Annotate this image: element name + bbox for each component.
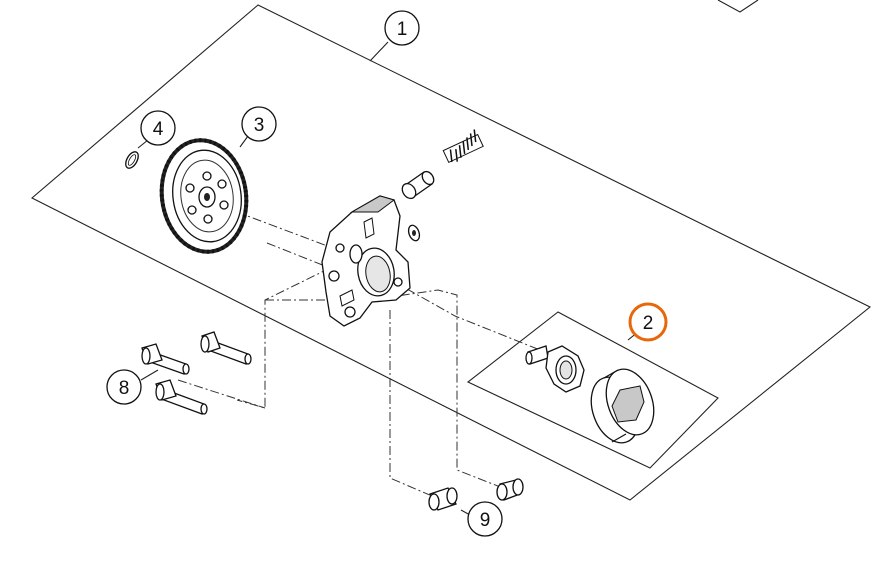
bolt-axis-line-lower (177, 379, 266, 409)
callout-circle (241, 106, 277, 142)
callout-8[interactable]: 8 (106, 369, 142, 405)
callout-4[interactable]: 4 (140, 110, 176, 146)
valve-piston-part (401, 170, 435, 200)
callout-9[interactable]: 9 (467, 501, 503, 537)
pump-shaft-part (525, 345, 585, 393)
callout-leader-1 (369, 41, 389, 62)
callout-leader-8 (140, 369, 159, 381)
callout-leader-4 (137, 139, 149, 149)
callout-circle-highlighted (628, 302, 668, 342)
callout-3[interactable]: 3 (241, 106, 277, 142)
callout-circle (384, 10, 420, 46)
outer-rotor-part (590, 368, 655, 444)
assembly-outline-2 (466, 311, 719, 469)
callout-circle (467, 501, 503, 537)
dowel-part-left (428, 487, 458, 511)
dowel-part-right (496, 478, 524, 501)
callout-label: 4 (153, 119, 164, 140)
callout-circle (106, 369, 142, 405)
callout-2[interactable]: 2 (628, 302, 668, 342)
callout-1[interactable]: 1 (384, 10, 420, 46)
bolt-part-middle (141, 343, 190, 375)
callout-label: 8 (119, 378, 130, 399)
dowel-axis-line-right (265, 289, 509, 491)
assembly-outline-1 (31, 4, 872, 501)
callout-label: 2 (643, 313, 654, 334)
callout-label: 3 (254, 115, 265, 136)
callout-label: 9 (480, 510, 491, 531)
bolt-part-upper (200, 331, 252, 365)
adjacent-assembly-outline (717, 0, 759, 13)
spring-part (442, 129, 484, 164)
gear-part (159, 138, 249, 254)
callout-circle (140, 110, 176, 146)
callout-leader-3 (239, 135, 249, 148)
bolt-part-lower (155, 379, 208, 415)
washer-part (407, 224, 421, 242)
pump-housing-part (321, 195, 411, 327)
callout-label: 1 (397, 19, 408, 40)
dowel-axis-line-left (389, 310, 433, 497)
circlip-part (125, 151, 139, 169)
